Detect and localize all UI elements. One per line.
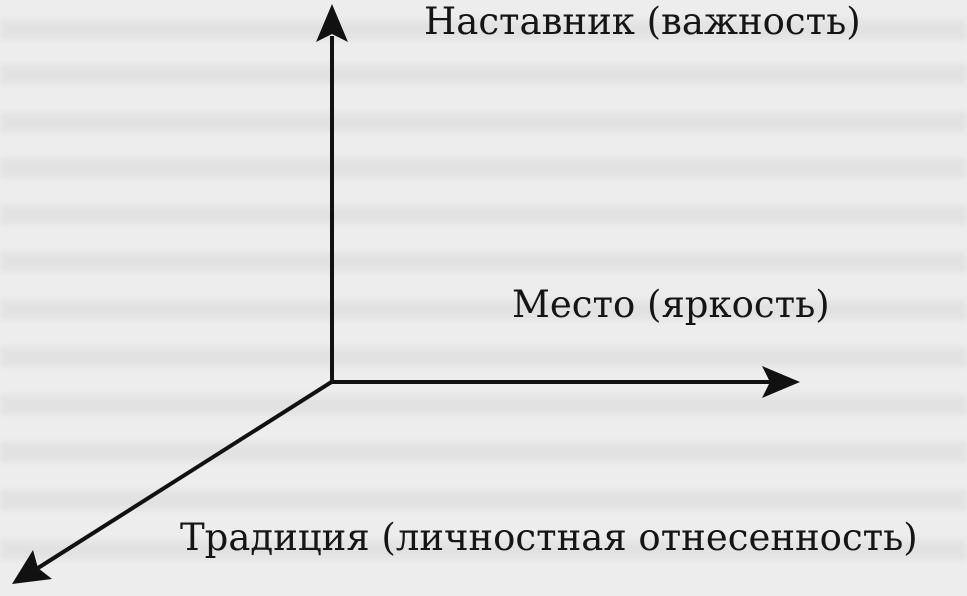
bleed-band [0,64,967,84]
bleed-band [0,205,967,225]
bleed-band [0,112,967,132]
bleed-band [0,347,967,367]
bleed-band [0,252,967,272]
diagonal-axis [36,379,335,570]
vertical-axis-label: Наставник (важность) [424,0,861,43]
bleed-band [0,158,967,178]
bleed-band [0,395,967,415]
horizontal-axis-arrowhead [762,366,800,398]
vertical-axis-arrowhead [316,4,348,42]
diagonal-axis-label: Традиция (личностная отнесенность) [180,516,918,559]
bleed-band [0,490,967,510]
diagonal-axis-arrowhead [12,550,52,584]
bleed-band [0,300,967,320]
bleed-band [0,20,967,40]
bleed-band [0,540,967,560]
bleed-band [0,442,967,462]
horizontal-axis-label: Место (яркость) [512,283,830,326]
